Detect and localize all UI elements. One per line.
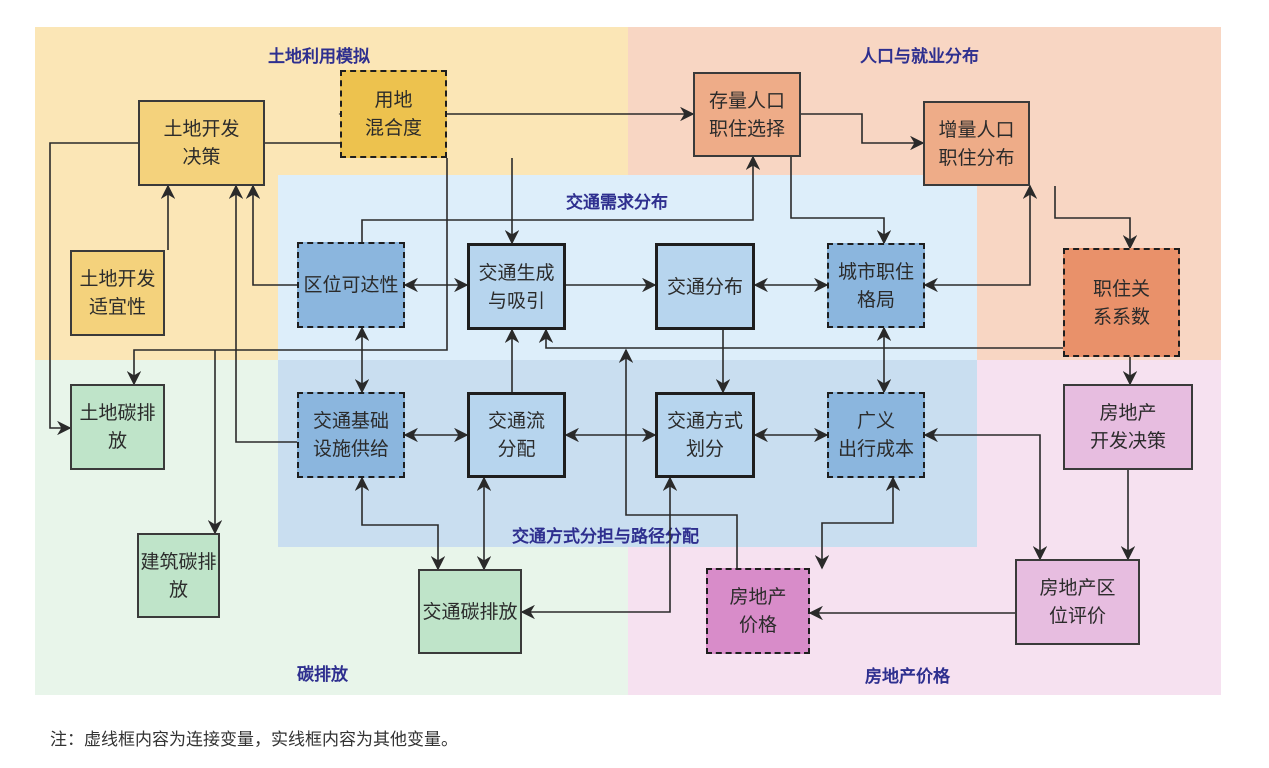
box-land-carbon: 土地碳排放: [70, 384, 165, 470]
box-land-dev-decision: 土地开发 决策: [138, 100, 265, 186]
box-realestate-location: 房地产区 位评价: [1015, 559, 1140, 645]
box-infrastructure: 交通基础 设施供给: [297, 392, 405, 478]
box-stock-population: 存量人口 职住选择: [693, 72, 801, 157]
box-jobhousing-coef: 职住关 系系数: [1063, 248, 1180, 357]
region-title-mode: 交通方式分担与路径分配: [512, 527, 699, 547]
box-land-suitability: 土地开发 适宜性: [70, 250, 165, 336]
box-accessibility: 区位可达性: [297, 242, 405, 328]
box-realestate-decision: 房地产 开发决策: [1063, 384, 1193, 470]
box-trip-distribution: 交通分布: [655, 243, 755, 330]
box-traffic-assignment: 交通流 分配: [467, 392, 566, 478]
box-incremental-population: 增量人口 职住分布: [923, 101, 1030, 186]
box-mode-split: 交通方式 划分: [655, 392, 755, 478]
box-trip-generation: 交通生成 与吸引: [467, 243, 566, 330]
box-building-carbon: 建筑碳排放: [137, 533, 220, 618]
box-generalized-cost: 广义 出行成本: [827, 392, 925, 478]
box-realestate-price: 房地产 价格: [706, 568, 810, 654]
region-title-population: 人口与就业分布: [860, 47, 979, 67]
region-title-carbon: 碳排放: [297, 665, 348, 685]
footnote: 注：虚线框内容为连接变量，实线框内容为其他变量。: [50, 730, 458, 750]
region-title-land-use: 土地利用模拟: [268, 47, 370, 67]
box-jobhousing-pattern: 城市职住 格局: [827, 243, 925, 328]
region-title-realestate: 房地产价格: [865, 667, 950, 687]
box-transport-carbon: 交通碳排放: [418, 569, 522, 654]
region-title-demand: 交通需求分布: [566, 193, 668, 213]
box-land-mix: 用地 混合度: [340, 70, 447, 158]
